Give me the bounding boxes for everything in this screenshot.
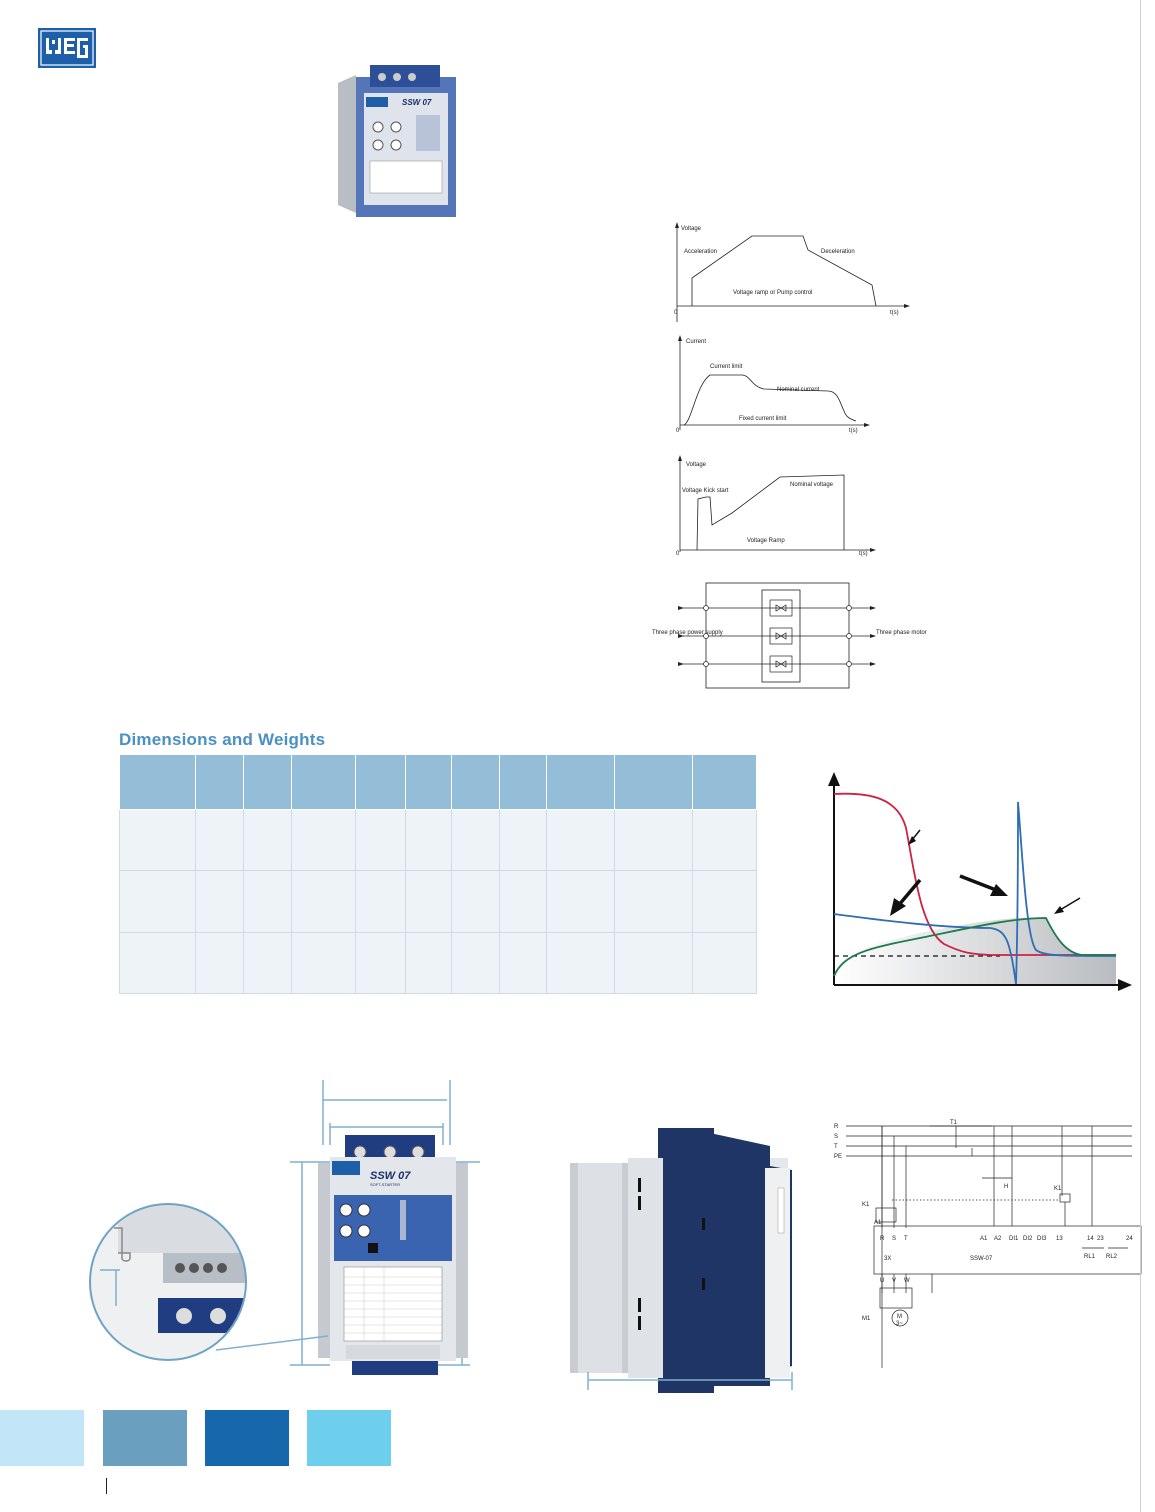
graph1-ylabel: Voltage [681,226,702,232]
graph3-xlabel: t(s) [859,551,868,557]
detail-zoom-circle [89,1203,329,1361]
graph1-label-deceleration: Deceleration [821,249,855,255]
graph2-xlabel: t(s) [849,428,858,434]
wiring-label-a1: A1 [980,1236,988,1242]
table-header-cell [499,754,547,810]
table-header-row [119,754,757,810]
kick-start-graph: Voltage Voltage Kick start Nominal volta… [676,455,876,557]
side-view-drawing [570,1128,793,1393]
graph2-label-nominal: Nominal current [777,387,820,393]
footer-color-block-2 [103,1410,187,1466]
schematic-right-label: Three phase motor [876,630,927,636]
starting-curves-chart [828,772,1132,991]
table-header-cell [119,754,196,810]
graph1-origin: 0 [674,310,678,316]
front-product-sublabel: SOFT-STARTER [370,1182,400,1187]
wiring-label-u: U [880,1278,884,1284]
wiring-label-k1-coil: K1 [1054,1186,1062,1192]
footer-color-block-3 [205,1410,289,1466]
schematic-left-label: Three phase power supply [652,630,723,636]
wiring-label-rl2: RL2 [1106,1254,1118,1260]
table-header-cell [546,754,615,810]
product-label: SSW 07 [402,98,432,107]
wiring-label-3x: 3X [884,1256,891,1262]
wiring-label-di2: DI2 [1023,1236,1033,1242]
wiring-label-a2: A2 [994,1236,1002,1242]
wiring-label-w: W [904,1278,910,1284]
wiring-label-s2: S [892,1236,896,1242]
wiring-label-3phase: 3~ [896,1321,903,1327]
graph1-label-ramp: Voltage ramp or Pump control [733,290,812,296]
right-page-rule [1140,0,1141,1512]
wiring-label-di3: DI3 [1037,1236,1047,1242]
table-row [119,808,757,872]
wiring-label-23: 23 [1097,1236,1104,1242]
wiring-label-k1: K1 [862,1202,870,1208]
footer-color-block-4 [307,1410,391,1466]
wiring-label-t1: T1 [950,1120,958,1126]
table-header-cell [692,754,757,810]
graph2-label-fixed: Fixed current limit [739,416,787,422]
table-row [119,870,757,933]
graph2-label-current-limit: Current limit [710,364,743,370]
graph2-origin: 0 [676,428,680,434]
wiring-label-t: T [834,1144,838,1150]
table-header-cell [195,754,244,810]
dimensions-table [119,754,757,995]
wiring-label-r: R [834,1124,839,1130]
power-schematic: Three phase power supply Three phase mot… [652,582,927,689]
front-view-drawing: SSW 07 SOFT-STARTER [290,1080,480,1375]
table-header-cell [243,754,292,810]
table-header-cell [451,754,500,810]
current-limit-graph: Current Current limit Nominal current Fi… [676,335,870,434]
graph1-xlabel: t(s) [890,310,899,316]
wiring-label-m1: M1 [862,1316,871,1322]
graph3-origin: 0 [676,551,680,557]
wiring-label-s: S [834,1134,838,1140]
soft-starter-photo: SSW 07 [338,65,456,217]
wiring-label-v: V [892,1278,896,1284]
section-title: Dimensions and Weights [119,730,326,749]
wiring-diagram: R S T PE T1 K1 A1 R S T A1 A2 DI1 DI2 DI… [834,1120,1142,1368]
table-header-cell [355,754,406,810]
wiring-label-h: H [1004,1184,1008,1190]
wiring-label-pe: PE [834,1154,842,1160]
wiring-label-r2: R [880,1236,885,1242]
table-header-cell [291,754,356,810]
wiring-label-ssw07: SSW-07 [970,1256,993,1262]
graph3-ylabel: Voltage [686,462,707,468]
table-header-cell [614,754,693,810]
footer-color-block-1 [0,1410,84,1466]
wiring-label-a1-box: A1 [874,1220,882,1226]
table-header-cell [405,754,452,810]
wiring-label-t2: T [904,1236,908,1242]
graph2-ylabel: Current [686,339,706,345]
front-product-label: SSW 07 [370,1170,411,1182]
wiring-label-13: 13 [1056,1236,1063,1242]
graph3-label-nominal: Nominal voltage [790,482,834,488]
graph3-label-kick: Voltage Kick start [682,488,729,494]
table-row [119,931,757,995]
graph1-label-acceleration: Acceleration [684,249,717,255]
footer-mark [106,1478,107,1494]
wiring-label-rl1: RL1 [1084,1254,1096,1260]
wiring-label-24: 24 [1126,1236,1133,1242]
graph3-label-ramp: Voltage Ramp [747,538,785,544]
wiring-label-di1: DI1 [1009,1236,1019,1242]
wiring-label-14: 14 [1087,1236,1094,1242]
voltage-ramp-graph: Voltage Acceleration Deceleration Voltag… [674,222,910,322]
weg-logo [38,28,96,68]
wiring-label-m: M [897,1314,902,1320]
